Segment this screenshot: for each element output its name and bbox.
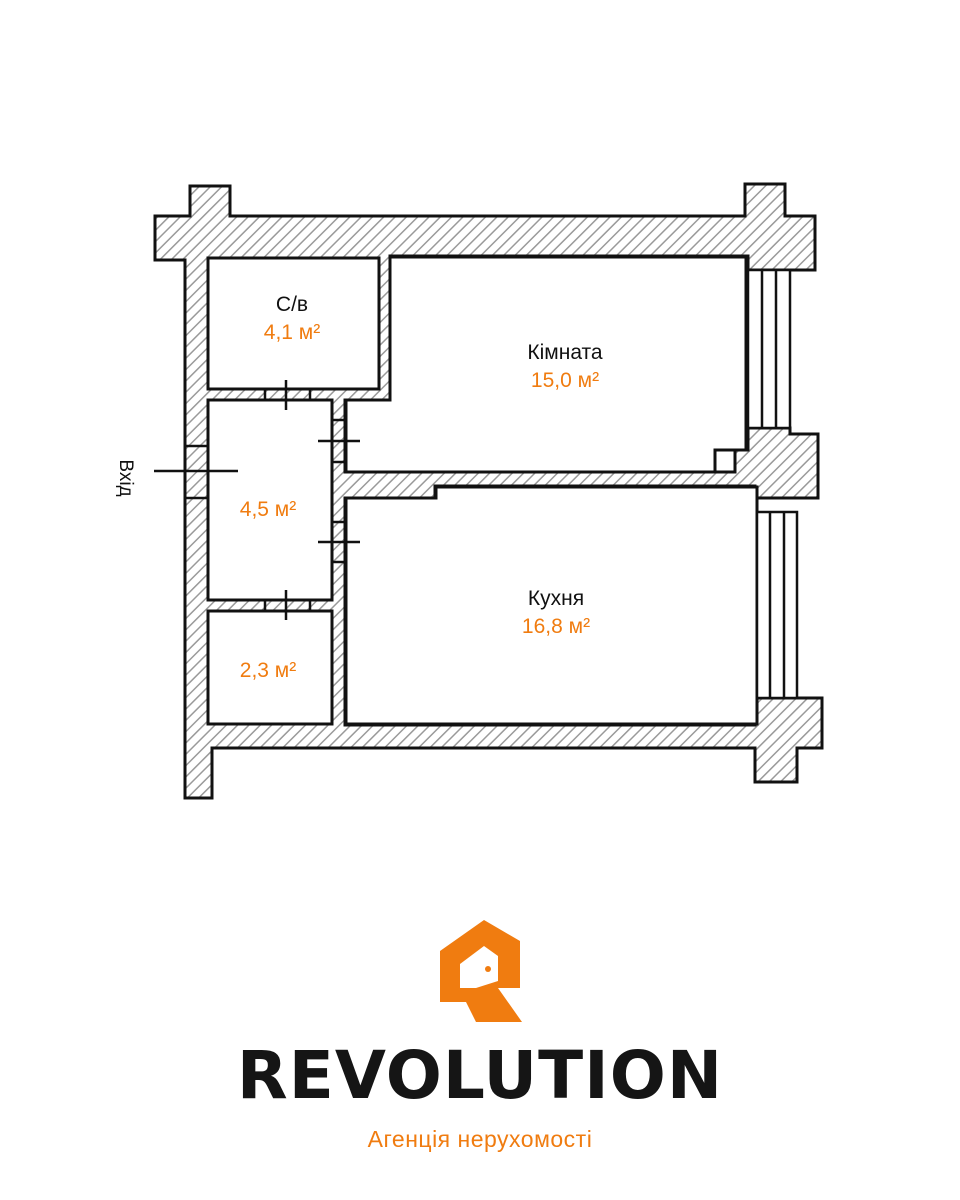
entrance-door (154, 444, 238, 500)
bathroom-area: 4,1 м² (264, 321, 320, 344)
window-kitchen (755, 510, 799, 700)
living-room-door (318, 418, 360, 464)
entrance-label: Вхід (115, 459, 136, 496)
room-labels: С/в 4,1 м² Кімната 15,0 м² 4,5 м² Кухня … (240, 293, 603, 682)
living-room-area: 15,0 м² (531, 369, 599, 392)
brand-name: REVOLUTION (236, 1037, 724, 1114)
hallway-room (206, 398, 334, 602)
bathroom-door (263, 380, 312, 410)
bathroom-room (206, 256, 381, 391)
house-door-icon (440, 920, 522, 1022)
window-living-room (746, 268, 792, 430)
kitchen-room (344, 485, 759, 726)
windows (746, 268, 799, 700)
living-room-name: Кімната (527, 341, 603, 364)
floor-plan: С/в 4,1 м² Кімната 15,0 м² 4,5 м² Кухня … (115, 182, 824, 800)
storage-room (206, 609, 334, 726)
brand-tagline: Агенція нерухомості (367, 1126, 593, 1152)
living-room (344, 255, 748, 474)
kitchen-name: Кухня (528, 587, 584, 610)
hallway-area: 4,5 м² (240, 498, 296, 521)
storage-door (263, 590, 312, 620)
brand-block: REVOLUTION Агенція нерухомості (0, 900, 960, 1160)
rooms (206, 255, 759, 726)
storage-area: 2,3 м² (240, 659, 296, 682)
kitchen-door (318, 520, 360, 564)
doors (154, 380, 360, 620)
bathroom-name: С/в (276, 293, 308, 316)
kitchen-area: 16,8 м² (522, 615, 590, 638)
